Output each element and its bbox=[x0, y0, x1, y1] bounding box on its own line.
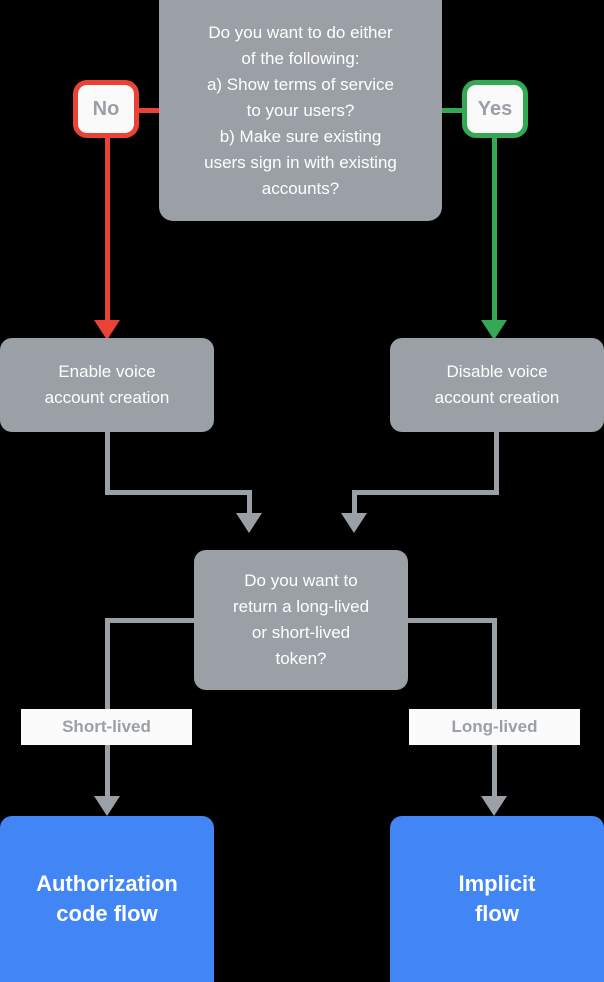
edge-disable-across bbox=[352, 490, 499, 495]
branch-badge-no[interactable]: No bbox=[73, 80, 139, 138]
edge-label-short-lived-text: Short-lived bbox=[62, 717, 151, 736]
edge-label-short-lived: Short-lived bbox=[21, 709, 192, 745]
branch-badge-no-label: No bbox=[92, 97, 120, 120]
edge-label-long-lived: Long-lived bbox=[409, 709, 580, 745]
edge-no-vertical bbox=[105, 135, 110, 328]
branch-badge-yes-label: Yes bbox=[477, 97, 513, 120]
edge-long-across bbox=[404, 618, 496, 623]
edge-short-arrowhead bbox=[94, 796, 120, 816]
edge-yes-arrowhead bbox=[481, 320, 507, 340]
edge-short-across bbox=[105, 618, 197, 623]
edge-no-arrowhead bbox=[94, 320, 120, 340]
edge-yes-vertical bbox=[492, 135, 497, 328]
edge-long-arrowhead bbox=[481, 796, 507, 816]
edge-disable-arrowhead bbox=[341, 513, 367, 533]
edge-enable-across bbox=[105, 490, 252, 495]
edge-enable-down bbox=[105, 430, 110, 495]
edge-label-long-lived-text: Long-lived bbox=[451, 717, 538, 736]
edge-enable-arrowhead bbox=[236, 513, 262, 533]
edge-yes-horizontal bbox=[441, 108, 467, 113]
edge-no-horizontal bbox=[138, 108, 164, 113]
edge-disable-drop bbox=[352, 490, 357, 518]
edge-enable-drop bbox=[247, 490, 252, 518]
edge-disable-down bbox=[494, 430, 499, 495]
branch-badge-yes[interactable]: Yes bbox=[462, 80, 528, 138]
